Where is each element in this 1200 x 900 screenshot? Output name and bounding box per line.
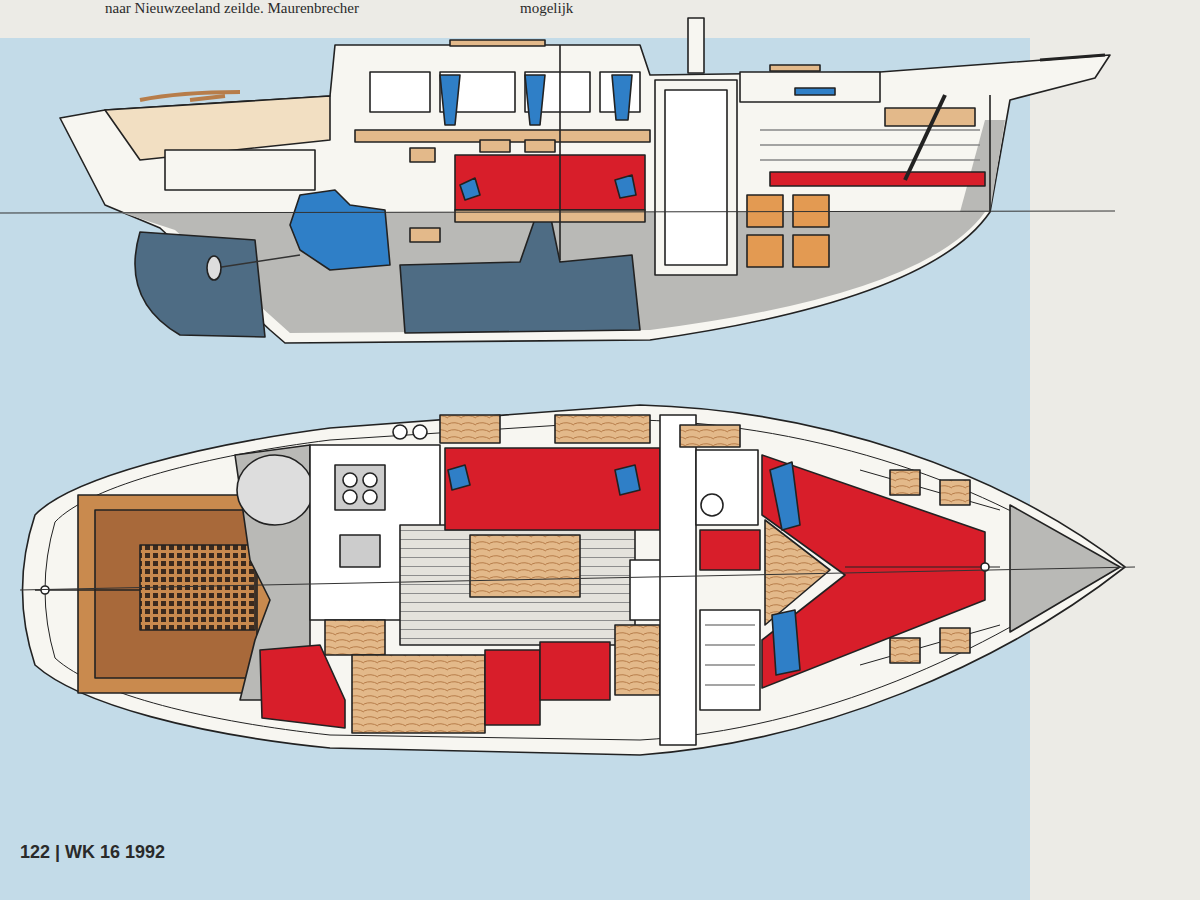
running-text: naar Nieuwzeeland zeilde. Maurenbrecher xyxy=(105,0,359,17)
waterline xyxy=(0,211,1115,213)
running-text: mogelijk xyxy=(520,0,573,17)
plan-view xyxy=(23,405,1126,755)
page-number: 122 | WK 16 1992 xyxy=(20,842,165,863)
centreline xyxy=(20,567,1135,590)
side-view xyxy=(60,18,1110,343)
